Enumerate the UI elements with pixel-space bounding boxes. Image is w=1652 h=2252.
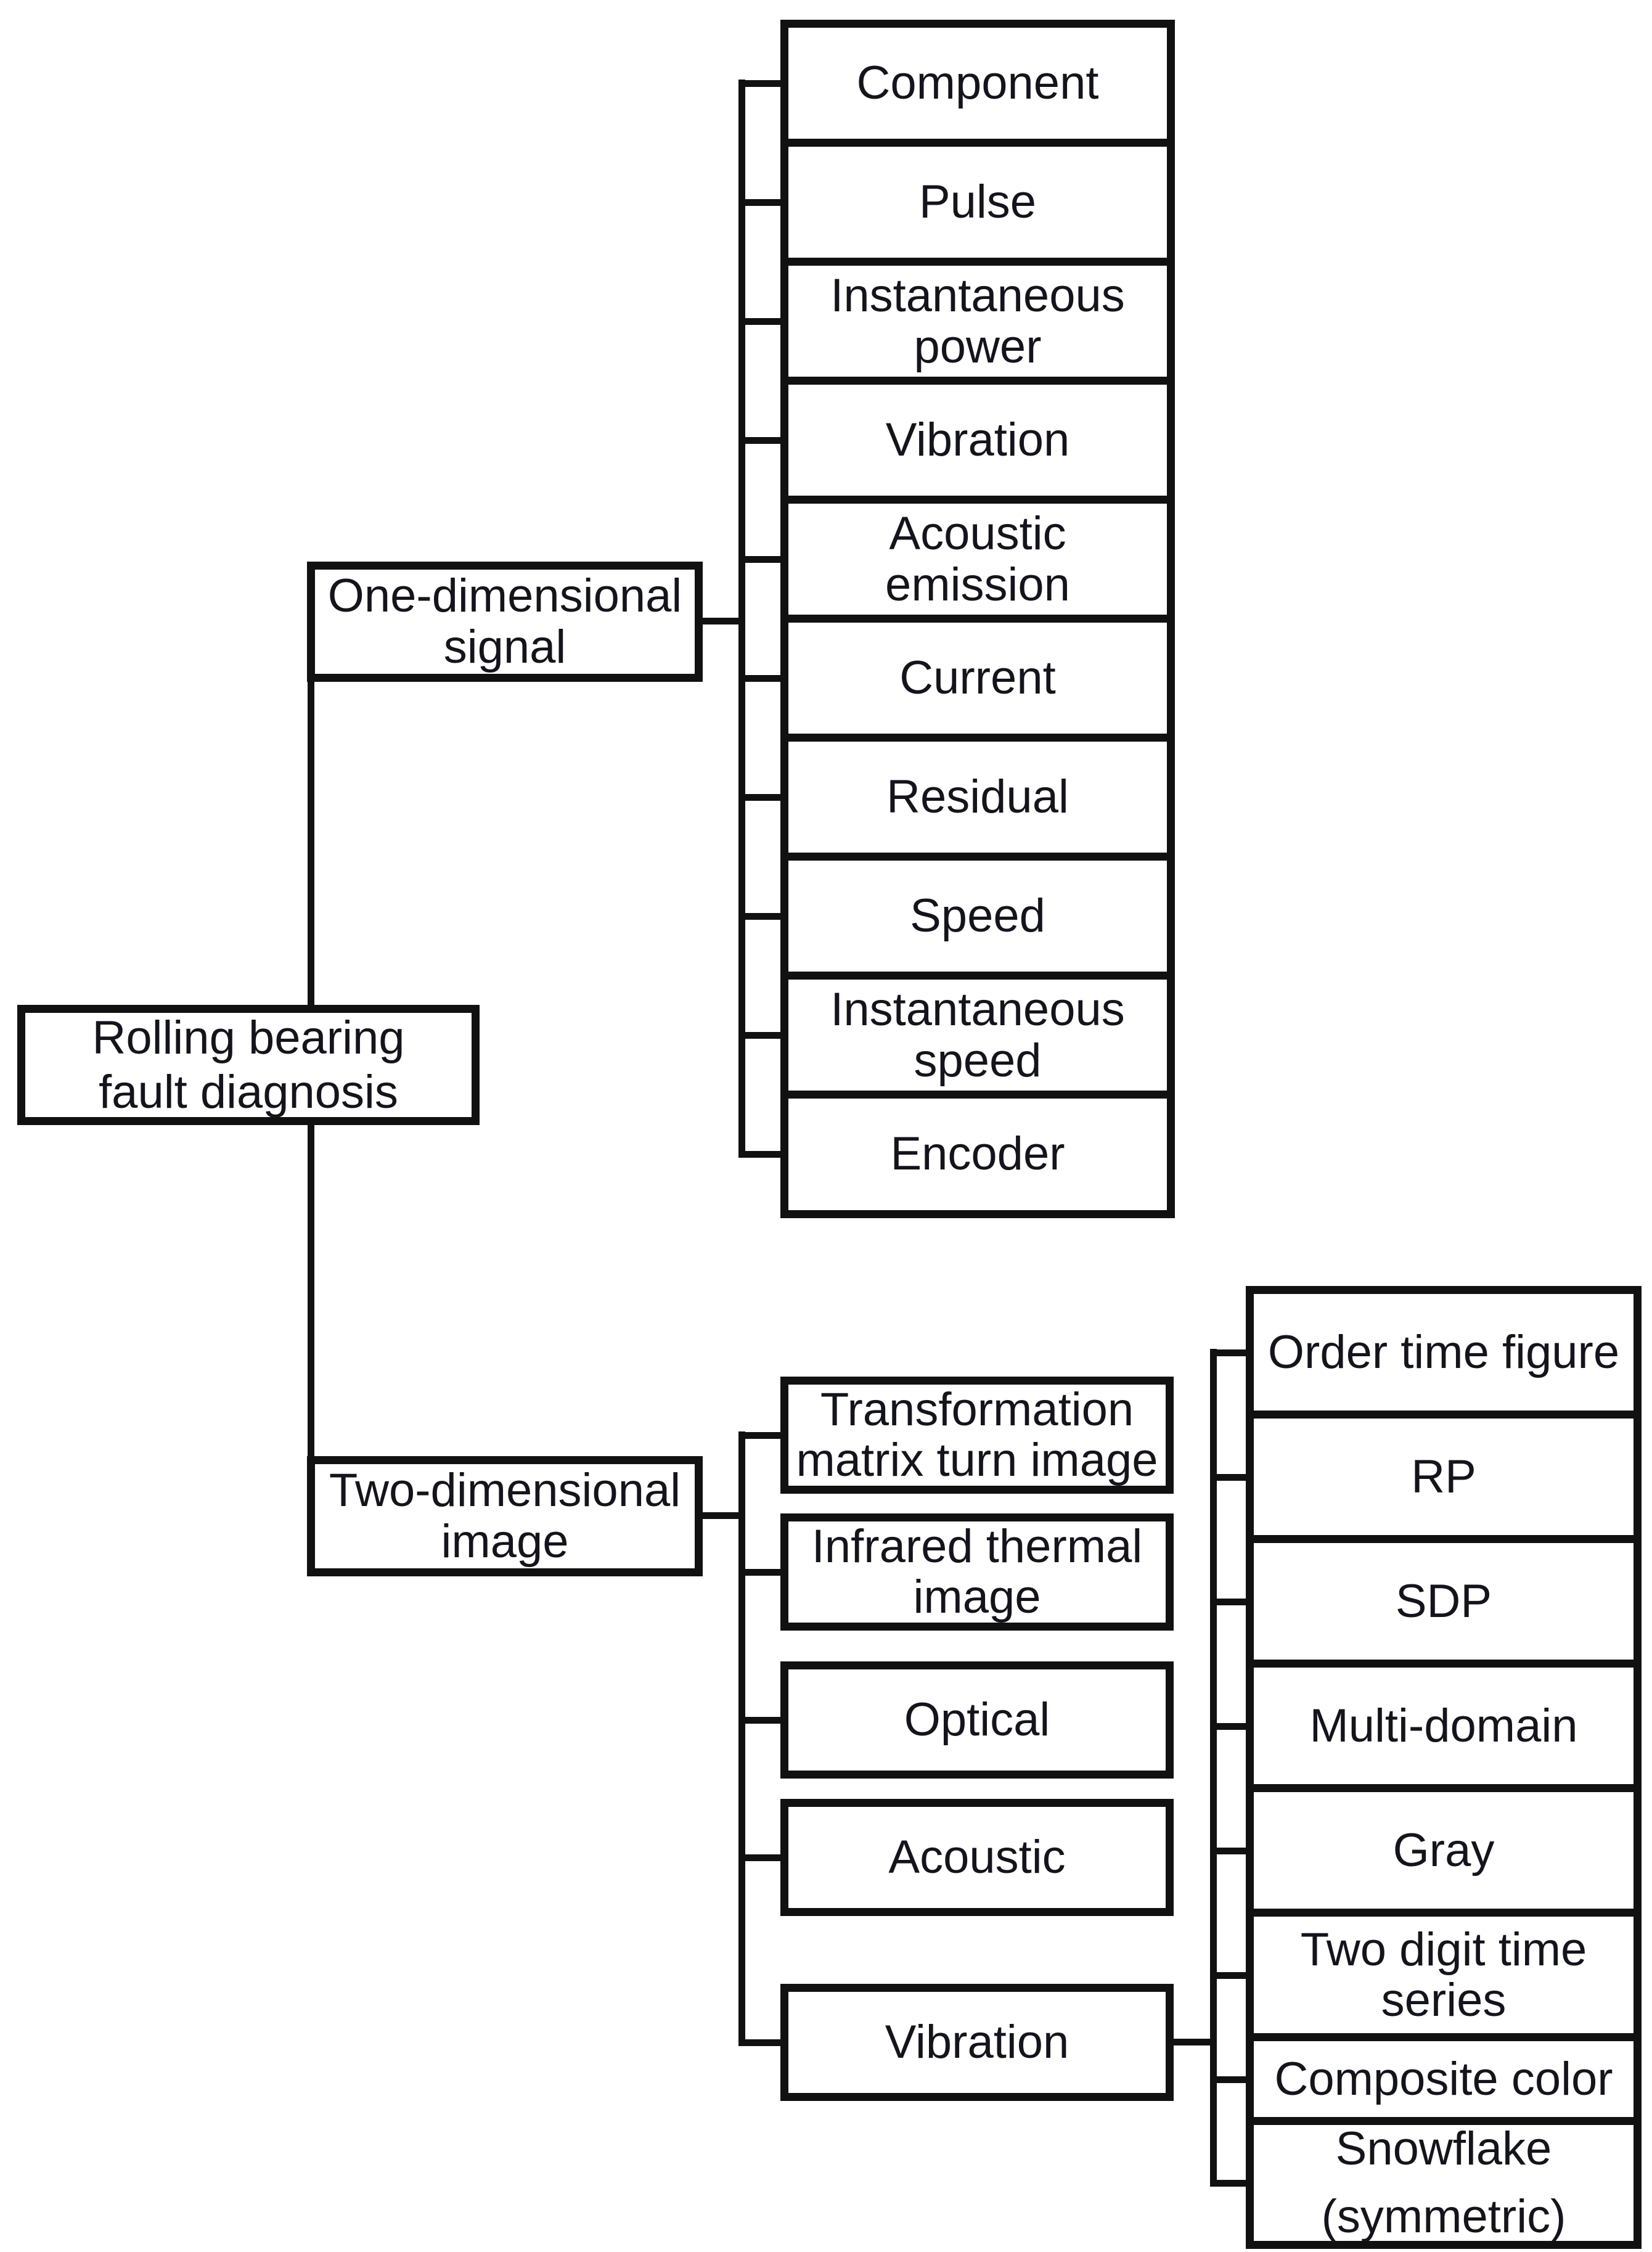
- tick-line: [738, 1432, 780, 1439]
- node-label: Current: [899, 652, 1056, 705]
- node-vibration: Vibration: [780, 377, 1175, 504]
- tick-line: [738, 1854, 780, 1861]
- node-label: Two digit time series: [1300, 1923, 1587, 2026]
- node-current: Current: [780, 615, 1175, 742]
- node-label: Acoustic: [888, 1830, 1066, 1883]
- node-instantaneous-speed: Instantaneous speed: [780, 972, 1175, 1099]
- node-label: Instantaneous speed: [830, 983, 1125, 1087]
- tick-line: [1210, 1848, 1246, 1854]
- node-label: Component: [856, 57, 1099, 110]
- tick-line: [738, 913, 780, 920]
- node-label: Pulse: [918, 176, 1037, 229]
- node-label: SDP: [1395, 1574, 1492, 1628]
- tick-line: [738, 794, 780, 801]
- node-speed: Speed: [780, 853, 1175, 980]
- node-label: Order time figure: [1267, 1325, 1620, 1378]
- tick-line: [738, 1032, 780, 1039]
- node-two-dimensional-image: Two-dimensional image: [307, 1456, 703, 1576]
- tick-line: [738, 80, 780, 87]
- node-gray: Gray: [1246, 1784, 1642, 1917]
- tick-line: [1210, 1723, 1246, 1730]
- node-sdp: SDP: [1246, 1535, 1642, 1668]
- tick-line: [738, 1151, 780, 1158]
- tick-line: [738, 1569, 780, 1576]
- node-label-line: Snowflake: [1335, 2123, 1552, 2175]
- node-rp: RP: [1246, 1411, 1642, 1544]
- node-encoder: Encoder: [780, 1091, 1175, 1218]
- tick-line: [738, 556, 780, 563]
- node-acoustic-emission: Acoustic emission: [780, 496, 1175, 623]
- two-dim-spine-line: [738, 1431, 745, 2046]
- tick-line: [738, 2039, 780, 2046]
- node-label: Vibration: [885, 2015, 1069, 2068]
- node-label: Residual: [886, 771, 1069, 824]
- node-residual: Residual: [780, 734, 1175, 861]
- tick-line: [1210, 2180, 1246, 2187]
- node-infrared-thermal-image: Infrared thermal image: [780, 1513, 1174, 1631]
- tick-line: [1210, 1599, 1246, 1605]
- node-multi-domain: Multi-domain: [1246, 1660, 1642, 1793]
- one-dim-spine-line: [738, 80, 745, 1158]
- node-label: Encoder: [890, 1128, 1065, 1181]
- vibration-connector-line: [1168, 2039, 1217, 2045]
- tick-line: [1210, 1474, 1246, 1481]
- vibration-spine-line: [1210, 1349, 1217, 2187]
- node-snowflake-symmetric: Snowflake (symmetric): [1246, 2117, 1642, 2249]
- node-transformation-matrix-turn-image: Transformation matrix turn image: [780, 1377, 1174, 1494]
- node-component: Component: [780, 20, 1175, 147]
- node-label: Two-dimensional image: [329, 1464, 681, 1568]
- node-label: Acoustic emission: [885, 507, 1070, 611]
- tick-line: [738, 318, 780, 325]
- node-label: Transformation matrix turn image: [796, 1383, 1158, 1486]
- node-two-digit-time-series: Two digit time series: [1246, 1909, 1642, 2042]
- node-pulse: Pulse: [780, 139, 1175, 266]
- node-label: Gray: [1392, 1824, 1495, 1877]
- node-one-dimensional-signal: One-dimensional signal: [307, 562, 703, 682]
- two-dim-connector-line: [698, 1512, 745, 1519]
- node-label: Composite color: [1274, 2052, 1613, 2105]
- tick-line: [1210, 2076, 1246, 2083]
- node-optical: Optical: [780, 1661, 1174, 1779]
- node-label: Optical: [904, 1693, 1050, 1746]
- tick-line: [738, 437, 780, 444]
- node-label: Multi-domain: [1309, 1699, 1578, 1752]
- node-instantaneous-power: Instantaneous power: [780, 258, 1175, 385]
- node-acoustic: Acoustic: [780, 1799, 1174, 1916]
- one-dim-connector-line: [698, 618, 745, 624]
- node-label-line: (symmetric): [1321, 2190, 1566, 2243]
- node-order-time-figure: Order time figure: [1246, 1286, 1642, 1419]
- node-vibration: Vibration: [780, 1984, 1174, 2101]
- tick-line: [1210, 1972, 1246, 1979]
- tick-line: [738, 1717, 780, 1724]
- tick-line: [738, 675, 780, 682]
- node-label: Speed: [910, 890, 1045, 943]
- node-label: RP: [1411, 1450, 1476, 1503]
- node-label: Infrared thermal image: [811, 1520, 1143, 1623]
- node-label: Vibration: [885, 414, 1070, 467]
- node-label: Instantaneous power: [830, 269, 1125, 373]
- node-label: One-dimensional signal: [327, 570, 682, 673]
- node-composite-color: Composite color: [1246, 2033, 1642, 2126]
- tick-line: [1210, 1349, 1246, 1356]
- tick-line: [738, 199, 780, 206]
- node-label-line: fault diagnosis: [99, 1065, 398, 1118]
- node-label-line: Rolling bearing: [92, 1011, 405, 1064]
